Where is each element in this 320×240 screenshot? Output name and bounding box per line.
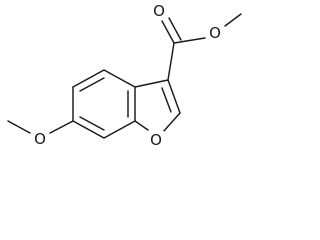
bond-c7-c7a: [103, 120, 136, 139]
chemical-structure-diagram: O O O O: [7, 2, 242, 149]
methoxy-group: [7, 120, 74, 134]
bond-c3-carbonyl: [167, 42, 175, 81]
bond-o1-c7a: [134, 120, 149, 131]
furan-oxygen-label: O: [150, 131, 162, 149]
bond-methoxy-oxygen-methyl: [7, 120, 31, 134]
bond-c2-o1: [162, 112, 181, 133]
bond-c6-c7-inner: [79, 116, 105, 131]
atom-labels: O O O O: [32, 2, 223, 149]
methoxy-oxygen-label: O: [34, 130, 46, 148]
bond-c5-c5-inner: [79, 77, 105, 92]
furan-oxygen-label-bg: [148, 131, 164, 149]
methoxy-oxygen-label-bg: [32, 130, 48, 148]
carbonyl-oxygen-label-bg: [151, 2, 167, 20]
benzene-ring: [72, 69, 136, 139]
bond-ester-oxygen-methyl: [224, 13, 242, 27]
bond-c6-c7: [72, 120, 105, 139]
carbonyl-oxygen-label: O: [153, 2, 165, 20]
bond-carbonyl-ester-oxygen: [173, 37, 206, 44]
bond-c3a-c3: [134, 79, 169, 88]
ester-oxygen-label-bg: [207, 24, 223, 42]
furan-ring: [134, 79, 181, 133]
bond-carbonyl-double: [161, 20, 175, 44]
ester-oxygen-label: O: [209, 24, 221, 42]
bond-c6-methoxy-oxygen: [49, 120, 74, 134]
bond-c3-c2: [167, 79, 181, 114]
ester-group: [161, 13, 242, 81]
bond-c4-c5: [72, 69, 105, 88]
bond-c3a-c4: [103, 69, 136, 88]
bond-carbonyl-double-inner: [168, 17, 182, 41]
bond-c3-c2-inner: [161, 87, 172, 113]
